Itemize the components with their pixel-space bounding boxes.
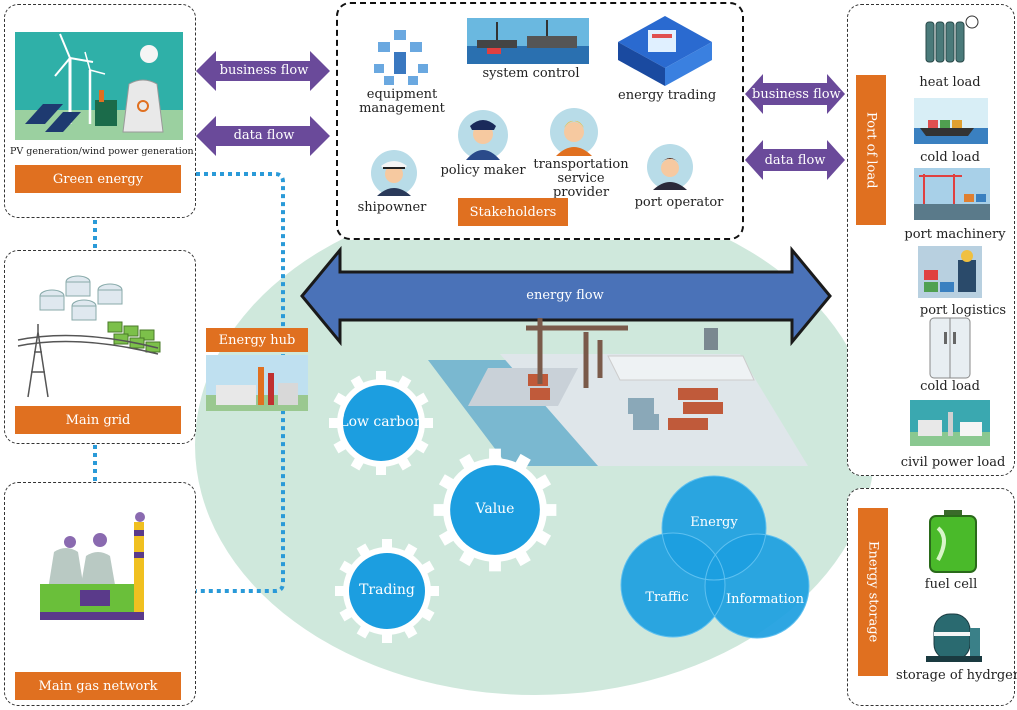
equipment-management-label: equipment management [359,87,445,116]
stakeholders-title: Stakeholders [458,198,568,226]
main-grid-illustration [17,275,161,398]
energy-flow-label: energy flow [526,288,604,303]
energy-hub-label: Energy hub [206,328,308,352]
heat-load-icon [925,15,979,63]
port-load-item-5: cold load [920,379,980,394]
data-flow-arrow-right [745,140,845,180]
port-logistics-icon [918,246,982,298]
port-load-item-6: civil power load [900,455,1006,470]
business-flow-label-right: business flow [752,87,841,102]
business-flow-arrow-left [196,51,330,91]
gear-low-carbon: Low carbon [339,414,423,430]
port-illustration [428,318,808,466]
system-control-icon [467,18,589,64]
venn-information: Information [725,592,805,607]
business-flow-label-left: business flow [219,63,309,78]
main-gas-label: Main gas network [15,672,181,700]
transportation-provider-label: transportation service provider [533,157,629,200]
green-energy-label: Green energy [15,165,181,193]
cold-load-ship-icon [914,98,988,144]
port-load-item-1: heat load [919,75,981,90]
business-flow-arrow-right [745,74,845,114]
energy-storage-item-2: storage of hydrgen [896,668,1017,683]
fuel-cell-icon [929,510,977,573]
port-machinery-icon [914,168,990,220]
system-control-label: system control [482,66,580,81]
policy-maker-label: policy maker [440,163,526,178]
venn-energy: Energy [690,515,738,530]
port-operator-avatar-icon [647,144,693,190]
policy-maker-avatar-icon [458,110,508,160]
refrigerator-icon [929,317,971,379]
port-load-item-2: cold load [920,150,980,165]
port-of-load-title: Port of load [856,75,886,225]
gear-trading: Trading [359,582,415,598]
civil-power-load-icon [910,400,990,446]
green-energy-caption: PV generation/wind power generation [10,146,194,157]
main-grid-label: Main grid [15,406,181,434]
data-flow-label-right: data flow [764,153,826,168]
data-flow-arrow-left [196,116,330,156]
shipowner-avatar-icon [371,150,417,196]
equipment-management-icon [374,30,428,85]
energy-trading-icon [618,16,712,86]
transportation-provider-avatar-icon [550,108,598,156]
port-load-item-4: port logistics [919,303,1007,318]
hydrogen-storage-icon [926,613,982,662]
energy-storage-item-1: fuel cell [924,577,978,592]
energy-trading-label: energy trading [618,88,717,103]
shipowner-label: shipowner [357,200,427,215]
wind-solar-illustration [15,32,183,140]
port-load-item-3: port machinery [904,227,1006,242]
port-operator-label: port operator [634,195,724,210]
gear-value: Value [475,501,515,517]
power-plant-illustration [40,512,145,620]
energy-hub-illustration [206,355,308,411]
energy-storage-title: Energy storage [858,508,888,676]
venn-traffic: Traffic [645,590,689,605]
data-flow-label-left: data flow [233,128,295,143]
